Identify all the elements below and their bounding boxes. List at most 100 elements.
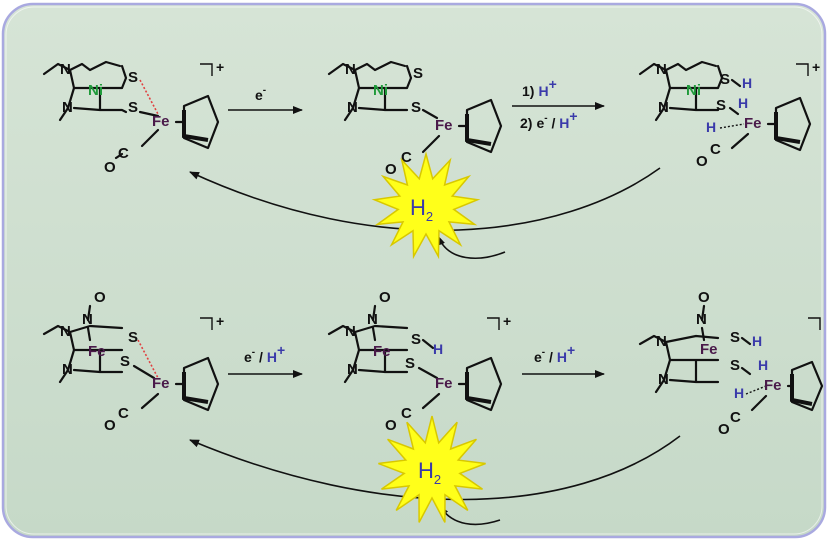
- h2-release-arrow-top: [437, 235, 506, 259]
- charge-plus: +: [216, 313, 224, 329]
- atom-n-label: N: [345, 323, 356, 340]
- arrow-top-2-step2-slash: /: [548, 115, 560, 131]
- burst-shape: [371, 151, 481, 260]
- atom-s-label: S: [120, 353, 130, 370]
- atom-fe-label: Fe: [764, 377, 782, 394]
- atom-c-label: C: [710, 141, 721, 158]
- atom-o-label: O: [104, 417, 116, 434]
- atom-h-label: H: [433, 341, 443, 357]
- svg-text:e- / H+: e- / H+: [244, 342, 285, 365]
- complex-nife-2: N N Ni S S Fe C O: [327, 60, 503, 178]
- atom-n-label: N: [658, 99, 669, 116]
- h2-label: H: [418, 458, 434, 483]
- h2-burst-top: H2: [371, 151, 481, 260]
- atom-o-label: O: [385, 417, 397, 434]
- atom-o-label: O: [698, 289, 710, 306]
- cp-ring-bold-edge: [182, 110, 209, 142]
- arrow-bottom-2-slash: /: [545, 349, 557, 365]
- atom-n-label: N: [62, 361, 73, 378]
- atom-h-label: H: [742, 75, 752, 91]
- atom-c-label: C: [730, 409, 741, 426]
- atom-s-label: S: [128, 99, 138, 116]
- arrow-top-2-step1-sup: +: [549, 76, 557, 92]
- complex-nife-3: N N Ni S H S H H Fe C O +: [638, 59, 820, 170]
- atom-n-label: N: [60, 61, 71, 78]
- atom-c-label: C: [401, 405, 412, 422]
- complex-nife-1: N N Ni S S Fe C O +: [42, 59, 224, 176]
- panel-background: [1, 2, 827, 539]
- atom-h-label: H: [752, 333, 762, 349]
- atom-n-label: N: [656, 333, 667, 350]
- atom-fe-label: Fe: [373, 343, 391, 360]
- burst-shape: [378, 415, 486, 523]
- dashed-bond: [137, 339, 159, 379]
- atom-s-label: S: [720, 71, 730, 88]
- charge-bracket: [487, 317, 500, 330]
- h2-subscript: 2: [434, 472, 441, 487]
- atom-ni-label: Ni: [686, 82, 701, 99]
- cp-ring-bold-edge: [465, 372, 492, 404]
- atom-n-label: N: [345, 61, 356, 78]
- atom-fe-label: Fe: [700, 341, 718, 358]
- atom-fe-label: Fe: [88, 343, 106, 360]
- arrow-top-2: 1)H+ 2)e- / H+: [512, 76, 605, 131]
- atom-n-label: N: [82, 311, 93, 328]
- cp-ring-bold-edge: [790, 374, 813, 406]
- svg-text:1)H+: 1)H+: [522, 76, 557, 99]
- cp-ring-bold-edge: [774, 112, 801, 144]
- arrow-top-2-step2-e: e: [536, 115, 544, 131]
- arrow-top-2-step2-num: 2): [520, 115, 532, 131]
- arrow-top-2-step2-esup: -: [544, 113, 547, 124]
- arrow-bottom-1-slash: /: [255, 349, 267, 365]
- charge-bracket: [796, 63, 809, 76]
- svg-text:H2: H2: [418, 458, 441, 487]
- atom-fe-label: Fe: [152, 375, 170, 392]
- charge-bracket: [200, 63, 213, 76]
- cp-ring-bold-edge: [182, 372, 209, 404]
- atom-c-label: C: [118, 145, 129, 162]
- atom-n-label: N: [367, 311, 378, 328]
- dashed-bond: [139, 79, 159, 115]
- charge-plus: +: [812, 59, 820, 75]
- arrow-bottom-1-h: H: [267, 349, 277, 365]
- atom-ni-label: Ni: [373, 82, 388, 99]
- charge-plus: +: [503, 313, 511, 329]
- svg-text:e-: e-: [255, 85, 266, 103]
- arrow-top-1-label: e: [255, 87, 263, 103]
- atom-h-label: H: [734, 385, 744, 401]
- arrow-bottom-2-h: H: [557, 349, 567, 365]
- atom-n-label: N: [658, 371, 669, 388]
- atom-s-label: S: [413, 65, 423, 82]
- atom-c-label: C: [401, 149, 412, 166]
- atom-c-label: C: [118, 405, 129, 422]
- charge-plus: +: [216, 59, 224, 75]
- atom-s-label: S: [730, 357, 740, 374]
- atom-fe-label: Fe: [152, 113, 170, 130]
- panel-inner-border: [5, 6, 823, 535]
- atom-n-label: N: [62, 99, 73, 116]
- atom-h-label: H: [706, 119, 716, 135]
- cp-ring-bold-edge: [465, 114, 492, 146]
- arrow-bottom-2: e- / H+: [522, 342, 605, 378]
- atom-n-label: N: [696, 311, 707, 328]
- cycle-return-arrow-top: [189, 167, 661, 232]
- atom-o-label: O: [104, 159, 116, 176]
- charge-bracket: [200, 317, 213, 330]
- arrow-bottom-1: e- / H+: [228, 342, 303, 378]
- atom-n-label: N: [347, 99, 358, 116]
- arrow-top-1: e-: [228, 85, 303, 114]
- arrow-top-2-step1-num: 1): [522, 83, 534, 99]
- h2-label: H: [410, 195, 426, 220]
- atom-h-label: H: [758, 357, 768, 373]
- atom-s-label: S: [128, 329, 138, 346]
- atom-o-label: O: [718, 421, 730, 438]
- atom-n-label: N: [347, 361, 358, 378]
- charge-bracket: [808, 317, 821, 330]
- arrow-top-2-step2-hsup: +: [569, 108, 577, 124]
- svg-text:2)e- / H+: 2)e- / H+: [520, 108, 578, 131]
- arrow-top-2-step2-h: H: [559, 115, 569, 131]
- atom-fe-label: Fe: [435, 375, 453, 392]
- atom-o-label: O: [385, 161, 397, 178]
